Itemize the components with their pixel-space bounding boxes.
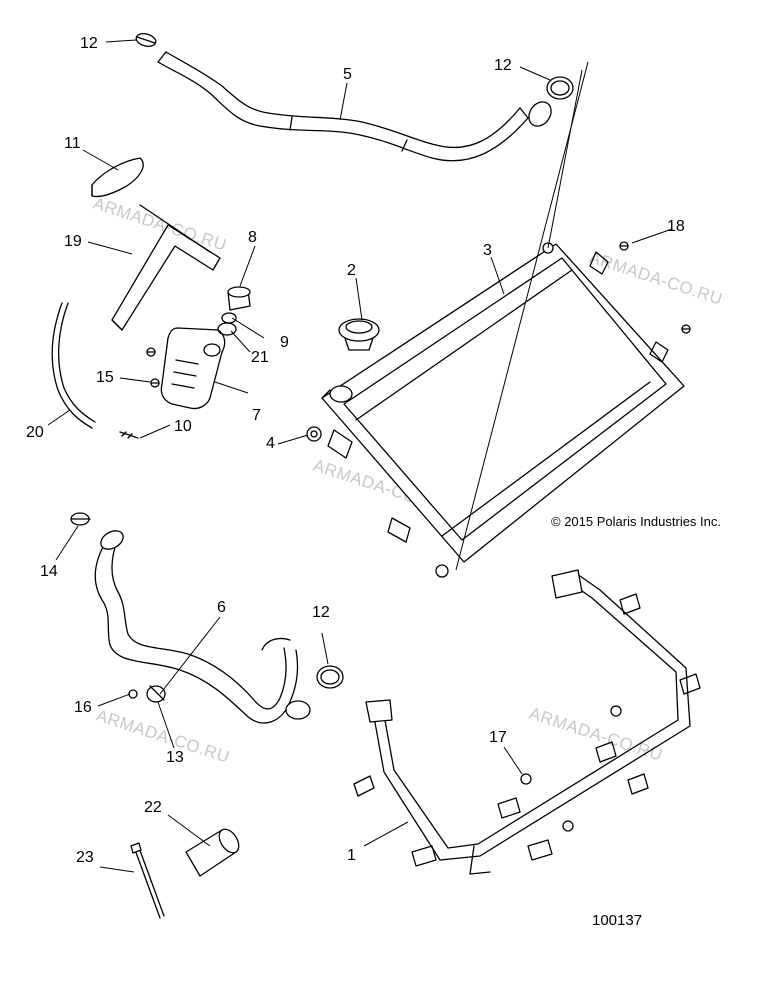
bolt-18-b bbox=[681, 324, 691, 334]
bolt-17-b bbox=[610, 705, 622, 717]
callout-9: 9 bbox=[280, 334, 289, 351]
bolt-17-c bbox=[562, 820, 574, 832]
watermark-2: ARMADA-CO.RU bbox=[587, 248, 725, 309]
diagram-id: 100137 bbox=[592, 912, 642, 929]
fitting-10 bbox=[119, 431, 139, 439]
hose-clamp-13 bbox=[146, 685, 166, 703]
callout-22: 22 bbox=[144, 799, 162, 816]
callout-13: 13 bbox=[166, 749, 184, 766]
hose-clamp-lower bbox=[316, 665, 344, 689]
callout-18: 18 bbox=[667, 218, 685, 235]
callout-4: 4 bbox=[266, 435, 275, 452]
hose-clamp-14 bbox=[70, 512, 91, 526]
nut-4 bbox=[306, 426, 322, 442]
radiator bbox=[321, 242, 685, 578]
hose-clamp-top-left bbox=[135, 33, 157, 47]
callout-16: 16 bbox=[74, 699, 92, 716]
screw-15-b bbox=[150, 378, 160, 388]
hose-sleeve bbox=[185, 828, 240, 877]
cap-gasket bbox=[217, 322, 237, 336]
callout-7: 7 bbox=[252, 407, 261, 424]
callout-21: 21 bbox=[251, 349, 269, 366]
leader-lines bbox=[47, 39, 673, 873]
coolant-reservoir bbox=[160, 327, 226, 410]
radiator-cap bbox=[338, 318, 380, 351]
screw-15-a bbox=[146, 347, 156, 357]
callout-1: 1 bbox=[347, 847, 356, 864]
radiator-frame bbox=[353, 569, 701, 875]
watermark-5: ARMADA-CO.RU bbox=[527, 704, 665, 765]
callout-11: 11 bbox=[64, 135, 81, 152]
callout-12-top-right: 12 bbox=[494, 57, 512, 74]
callout-12-lower: 12 bbox=[312, 604, 330, 621]
copyright-notice: © 2015 Polaris Industries Inc. bbox=[551, 514, 721, 529]
tank-bracket bbox=[111, 204, 221, 331]
bolt-18-a bbox=[619, 241, 629, 251]
bolt-17-a bbox=[520, 773, 532, 785]
hose-clamp-top-right bbox=[546, 76, 574, 100]
callout-15: 15 bbox=[96, 369, 114, 386]
upper-hose bbox=[157, 51, 552, 162]
lower-hose bbox=[94, 530, 311, 724]
callout-10: 10 bbox=[174, 418, 192, 435]
callout-8: 8 bbox=[248, 229, 257, 246]
overflow-tube bbox=[51, 302, 96, 429]
callout-6: 6 bbox=[217, 599, 226, 616]
cable-tie bbox=[130, 842, 165, 919]
callout-23: 23 bbox=[76, 849, 94, 866]
callout-numbers: 1 2 3 4 5 6 7 8 9 10 11 12 12 12 13 14 1… bbox=[26, 35, 685, 866]
callout-5: 5 bbox=[343, 66, 352, 83]
screw-16 bbox=[128, 689, 138, 699]
callout-14: 14 bbox=[40, 563, 58, 580]
callout-19: 19 bbox=[64, 233, 82, 250]
callout-2: 2 bbox=[347, 262, 356, 279]
callout-12-top-left: 12 bbox=[80, 35, 98, 52]
watermark-1: ARMADA-CO.RU bbox=[91, 194, 229, 255]
callout-3: 3 bbox=[483, 242, 492, 259]
callout-17: 17 bbox=[489, 729, 507, 746]
retaining-strap bbox=[91, 157, 144, 198]
callout-20: 20 bbox=[26, 424, 44, 441]
cap-seal bbox=[221, 312, 237, 324]
reservoir-cap bbox=[227, 286, 251, 311]
